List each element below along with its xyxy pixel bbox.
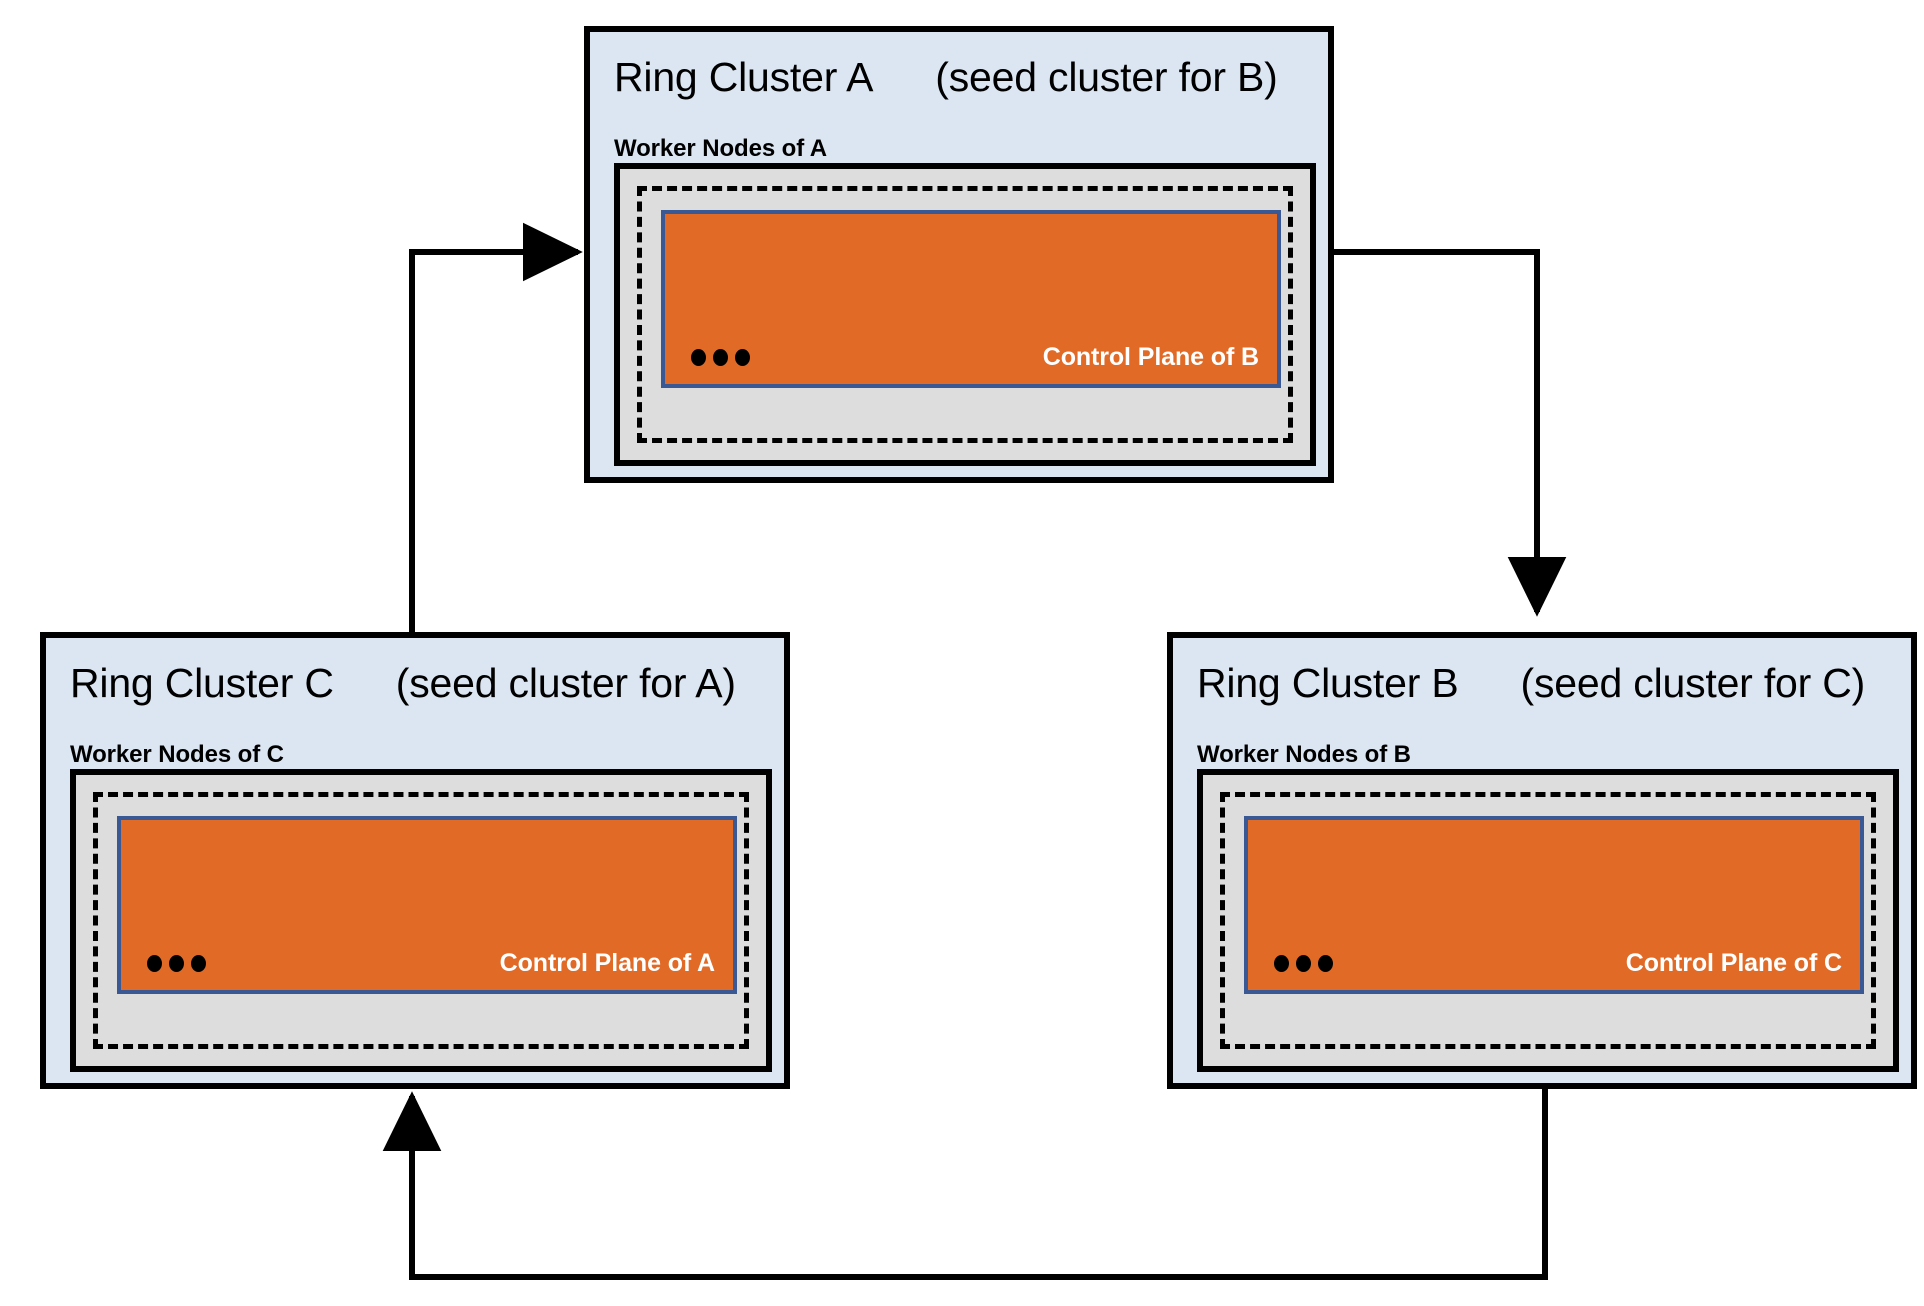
control-plane-box-a[interactable]: Control Plane of A: [117, 816, 737, 994]
worker-nodes-box-c[interactable]: Control Plane of A: [70, 769, 772, 1072]
arrow-b-to-c: [382, 1085, 1548, 1280]
node-group-dashed-box-c: Control Plane of A: [93, 792, 749, 1049]
cluster-title-c: Ring Cluster C (seed cluster for A): [70, 660, 736, 707]
cluster-title-a: Ring Cluster A (seed cluster for B): [614, 54, 1278, 101]
worker-nodes-label-c: Worker Nodes of C: [70, 741, 284, 768]
control-plane-label-c: Control Plane of C: [1625, 949, 1842, 977]
cluster-title-b: Ring Cluster B (seed cluster for C): [1197, 660, 1865, 707]
cluster-name-a: Ring Cluster A: [614, 54, 874, 100]
worker-nodes-label-b: Worker Nodes of B: [1197, 741, 1411, 768]
worker-nodes-box-a[interactable]: Control Plane of B: [614, 163, 1316, 466]
cluster-box-b[interactable]: Ring Cluster B (seed cluster for C) Work…: [1167, 632, 1917, 1089]
arrow-c-to-a: [409, 222, 583, 632]
worker-nodes-box-b[interactable]: Control Plane of C: [1197, 769, 1899, 1072]
cluster-seed-note-a: (seed cluster for B): [935, 54, 1278, 100]
cluster-box-c[interactable]: Ring Cluster C (seed cluster for A) Work…: [40, 632, 790, 1089]
node-group-dashed-box-a: Control Plane of B: [637, 186, 1293, 443]
arrow-a-to-b: [1334, 249, 1567, 617]
worker-nodes-label-a: Worker Nodes of A: [614, 135, 827, 162]
control-plane-label-a: Control Plane of A: [499, 949, 715, 977]
control-plane-box-c[interactable]: Control Plane of C: [1244, 816, 1864, 994]
cluster-box-a[interactable]: Ring Cluster A (seed cluster for B) Work…: [584, 26, 1334, 483]
control-plane-box-b[interactable]: Control Plane of B: [661, 210, 1281, 388]
ellipsis-icon-c: [147, 955, 206, 972]
cluster-name-b: Ring Cluster B: [1197, 660, 1459, 706]
ellipsis-icon-b: [1274, 955, 1333, 972]
ellipsis-icon-a: [691, 349, 750, 366]
cluster-seed-note-b: (seed cluster for C): [1520, 660, 1866, 706]
control-plane-label-b: Control Plane of B: [1042, 343, 1259, 371]
cluster-seed-note-c: (seed cluster for A): [395, 660, 736, 706]
node-group-dashed-box-b: Control Plane of C: [1220, 792, 1876, 1049]
cluster-name-c: Ring Cluster C: [70, 660, 334, 706]
